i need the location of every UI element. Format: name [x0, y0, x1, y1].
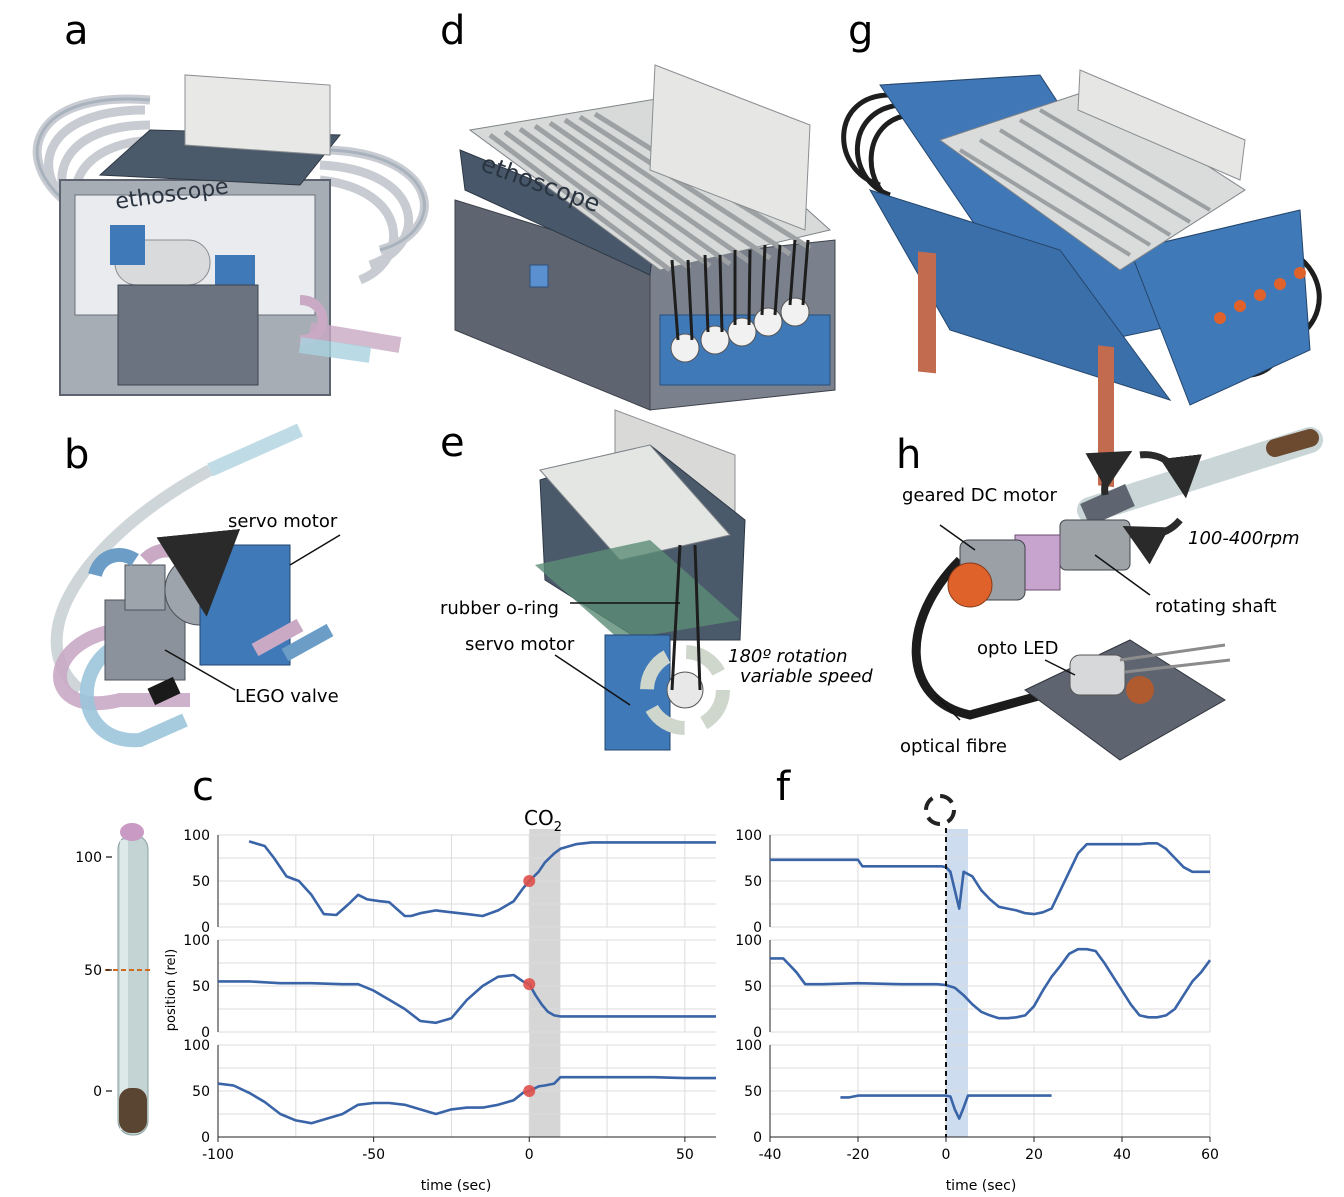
x-tick-label: 50: [676, 1147, 694, 1163]
y-tick-label: 50: [192, 979, 210, 995]
x-tick-label: 20: [1025, 1147, 1043, 1163]
y-tick-label: 100: [735, 933, 762, 949]
x-tick-label: 40: [1113, 1147, 1131, 1163]
panel-label-a: a: [64, 8, 89, 54]
panel-d-illustration: ethoscope: [454, 64, 836, 411]
x-tick-label: -100: [202, 1147, 234, 1163]
rubber-oring-label: rubber o-ring: [440, 598, 559, 619]
y-tick-label: 0: [201, 920, 210, 936]
panel-g-illustration: [841, 69, 1322, 488]
tube-illustration: [105, 823, 150, 1136]
y-tick-label: 100: [183, 1038, 210, 1054]
co2-text: CO: [524, 806, 554, 830]
x-tick-label: 60: [1201, 1147, 1219, 1163]
optical-fibre-label: optical fibre: [900, 736, 1007, 757]
geared-dc-motor-label: geared DC motor: [902, 485, 1058, 506]
tube-tick-50: 50: [84, 963, 102, 979]
y-tick-label: 50: [192, 874, 210, 890]
panel-e-illustration: [535, 409, 746, 751]
y-tick-label: 100: [735, 828, 762, 844]
panel-label-h: h: [896, 432, 921, 478]
series-line-3: [840, 1094, 1052, 1120]
y-tick-label: 100: [183, 828, 210, 844]
panel-label-d: d: [440, 8, 465, 54]
series-line-2: [218, 973, 716, 1025]
y-tick-label: 50: [192, 1084, 210, 1100]
rotation-label-line2: variable speed: [740, 666, 873, 687]
panel-h-illustration: [911, 427, 1323, 761]
series-line-2: [770, 947, 1212, 1020]
panel-a-illustration: ethoscope: [32, 74, 429, 396]
co2-subscript: 2: [554, 820, 562, 835]
y-tick-label: 0: [201, 1130, 210, 1146]
y-tick-label: 50: [744, 874, 762, 890]
series-line-3: [217, 1075, 716, 1125]
rotation-label-line1: 180º rotation: [728, 646, 848, 667]
panel-label-g: g: [848, 8, 873, 54]
lego-valve-label: LEGO valve: [235, 686, 339, 707]
chart-f-xlabel: time (sec): [946, 1178, 1017, 1194]
panel-b-illustration: [50, 423, 341, 748]
y-tick-label: 0: [201, 1025, 210, 1041]
panel-label-e: e: [440, 420, 465, 466]
panel-label-b: b: [64, 432, 89, 478]
y-tick-label: 50: [744, 979, 762, 995]
y-tick-label: 0: [753, 1025, 762, 1041]
servo-motor-label-e: servo motor: [465, 634, 575, 655]
series-line-1: [248, 840, 716, 918]
x-tick-label: 0: [942, 1147, 951, 1163]
stimulus-band: [946, 829, 968, 1137]
co2-annotation: CO2: [524, 806, 562, 835]
y-tick-label: 50: [744, 1084, 762, 1100]
x-tick-label: -20: [847, 1147, 870, 1163]
x-tick-label: -50: [362, 1147, 385, 1163]
series-line-1: [770, 842, 1210, 916]
chart-c-ylabel: position (rel): [164, 949, 179, 1031]
stimulus-marker: [523, 978, 536, 991]
y-tick-label: 100: [183, 933, 210, 949]
tube-tick-0: 0: [93, 1084, 102, 1100]
panel-label-c: c: [192, 764, 214, 810]
chart-c-xlabel: time (sec): [421, 1178, 492, 1194]
rotating-shaft-label: rotating shaft: [1155, 596, 1277, 617]
rpm-label: 100-400rpm: [1188, 528, 1300, 549]
opto-led-label: opto LED: [977, 638, 1059, 659]
panel-label-f: f: [776, 764, 791, 810]
stimulus-marker: [523, 1085, 536, 1097]
tube-tick-100: 100: [75, 850, 102, 866]
servo-motor-label-b: servo motor: [228, 511, 338, 532]
x-tick-label: -40: [759, 1147, 782, 1163]
y-tick-label: 0: [753, 920, 762, 936]
y-tick-label: 0: [753, 1130, 762, 1146]
x-tick-label: 0: [525, 1147, 534, 1163]
y-tick-label: 100: [735, 1038, 762, 1054]
stimulus-marker: [523, 875, 536, 887]
rotation-icon: [924, 794, 956, 826]
